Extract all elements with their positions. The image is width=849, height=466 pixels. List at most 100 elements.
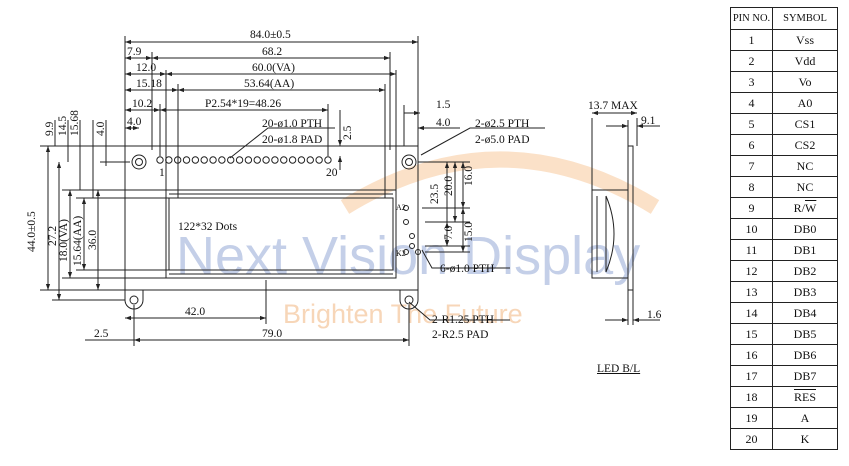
pin-pad: [324, 156, 332, 164]
dim-4-0-vertical: 4.0: [95, 121, 107, 136]
pin-number: 16: [730, 344, 773, 366]
left-mount-pad: [131, 154, 147, 170]
pin-number: 10: [730, 218, 773, 240]
slot-pad-label: 2-R2.5 PAD: [432, 329, 488, 341]
watermark: Next Vision Display Brighten The Future: [176, 151, 660, 329]
pin-pth-label: 20-ø1.0 PTH: [262, 118, 322, 130]
pin-symbol: CS1: [772, 113, 838, 135]
pin-symbol: DB3: [772, 281, 838, 303]
pin-symbol: DB6: [772, 344, 838, 366]
pin-number: 8: [730, 176, 773, 198]
bl-pth-label: 6-ø1.0 PTH: [440, 263, 494, 275]
pin-number: 2: [730, 50, 773, 72]
front-view: [40, 36, 545, 346]
pin-pad: [156, 156, 164, 164]
lcd-frame-outer: [165, 189, 397, 279]
dim-16-0: 16.0: [463, 166, 475, 186]
hole-pth-label: 2-ø2.5 PTH: [475, 118, 529, 130]
pin-pad: [209, 156, 217, 164]
dim-23-5: 23.5: [429, 184, 441, 204]
pin-number: 11: [730, 239, 773, 261]
pin-pad: [235, 156, 244, 164]
pin-pad: [200, 156, 208, 164]
pin-pad: [306, 156, 314, 164]
pin-symbol: RES: [772, 386, 838, 408]
hole-pad-label: 2-ø5.0 PAD: [475, 134, 530, 146]
pin-pad: [191, 156, 200, 164]
watermark-subtitle: Brighten The Future: [283, 299, 523, 329]
pin-pad-label: 20-ø1.8 PAD: [262, 134, 322, 146]
dim-1-5: 1.5: [436, 99, 451, 111]
dim-2-5-left: 2.5: [94, 328, 109, 340]
pin-symbol: A0: [772, 92, 838, 114]
pin-symbol: NC: [772, 176, 838, 198]
pin-pad: [297, 156, 306, 164]
pin-pad: [271, 156, 279, 164]
side-max-thickness: 13.7 MAX: [588, 100, 639, 112]
pin-pad: [315, 156, 323, 164]
pin-number: 7: [730, 155, 773, 177]
pin-symbol: CS2: [772, 134, 838, 156]
side-lcd-body: [591, 189, 629, 279]
pin-symbol: NC: [772, 155, 838, 177]
pin-number: 20: [730, 428, 773, 450]
pin-table-header: PIN NO. SYMBOL: [730, 7, 838, 30]
dim-9-9: 9.9: [44, 121, 56, 136]
pin-number: 12: [730, 260, 773, 282]
side-view: [591, 110, 660, 325]
led-a2-label: A2: [396, 203, 406, 212]
pin-pad: [253, 156, 261, 164]
pin-number: 1: [730, 29, 773, 51]
pin-symbol: DB0: [772, 218, 838, 240]
side-led-lens: [605, 195, 615, 273]
pin-symbol: K: [772, 428, 838, 450]
watermark-arc: [340, 151, 660, 214]
left-slot-hole: [129, 295, 139, 305]
symbol-header: SYMBOL: [772, 7, 838, 30]
pin-symbol: DB1: [772, 239, 838, 261]
pin-pad: [244, 156, 253, 164]
dim-36-0: 36.0: [87, 230, 99, 250]
pin-symbol: Vss: [772, 29, 838, 51]
pin-number: 4: [730, 92, 773, 114]
pin-symbol: DB5: [772, 323, 838, 345]
dots-label: 122*32 Dots: [178, 221, 238, 233]
side-dim-9-1: 9.1: [641, 115, 656, 127]
pin20-label: 20: [326, 167, 338, 179]
dim-12-0: 12.0: [136, 62, 156, 74]
led-k2-label: K2: [396, 249, 406, 258]
pin-symbol: DB2: [772, 260, 838, 282]
dim-15-18: 15.18: [136, 78, 162, 90]
led-bl-label: LED B/L: [597, 363, 641, 375]
dim-pin-pitch: P2.54*19=48.26: [205, 98, 281, 110]
pin-number: 6: [730, 134, 773, 156]
pin-no-header: PIN NO.: [730, 7, 773, 30]
pin-pad: [262, 156, 270, 164]
dim-aa-height: 15.64(AA): [72, 216, 84, 266]
dim-15-68: 15.68: [69, 110, 81, 136]
pin-number: 14: [730, 302, 773, 324]
dim-4-0: 4.0: [127, 116, 142, 128]
dim-va-height: 18.0(VA): [58, 219, 70, 262]
pin-number: 19: [730, 407, 773, 429]
side-dim-1-6: 1.6: [647, 309, 662, 321]
pcb-outline: [124, 145, 419, 291]
pin-pad: [218, 156, 226, 164]
pin-symbol: Vdd: [772, 50, 838, 72]
